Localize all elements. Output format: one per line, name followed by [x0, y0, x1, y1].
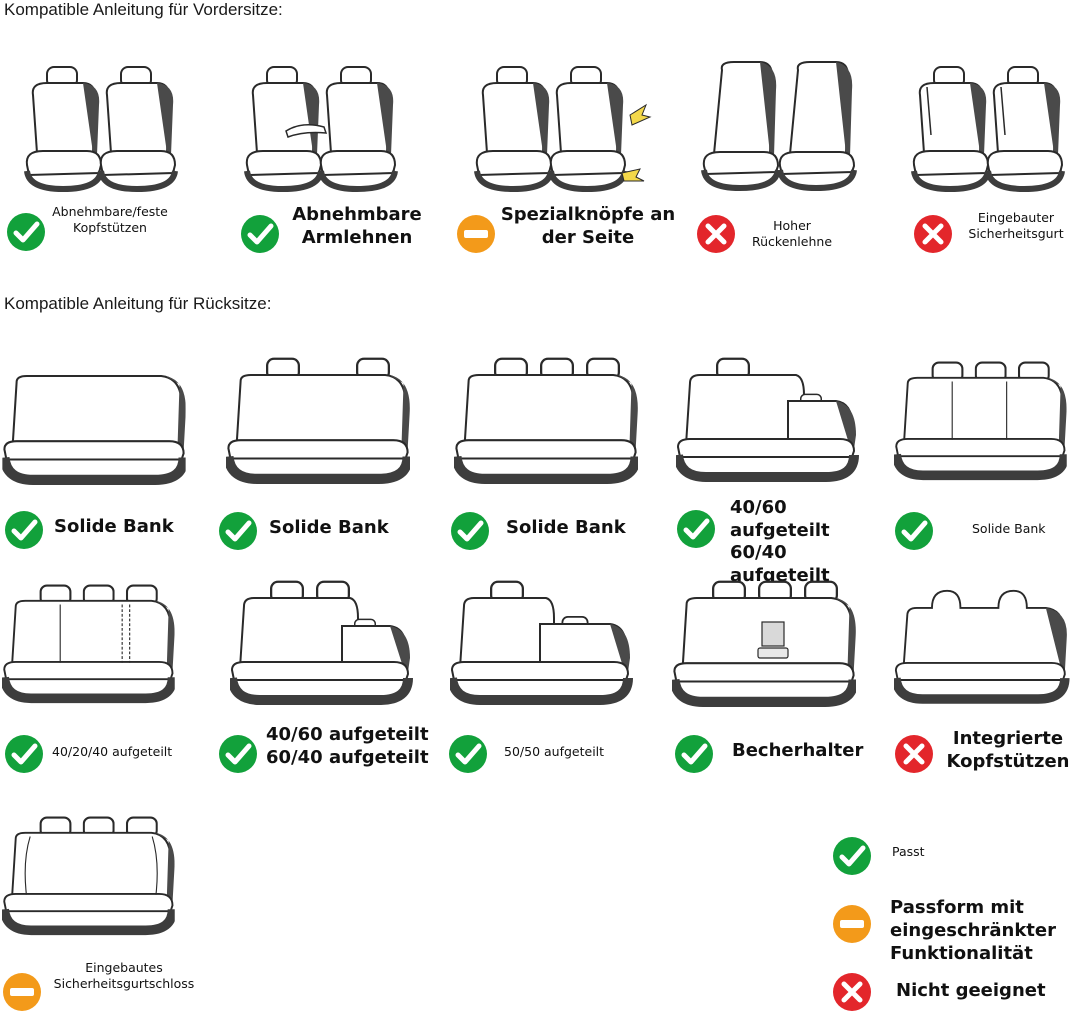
rear-bench-seamed-image — [894, 361, 1078, 485]
check-icon — [240, 214, 280, 254]
rear-bench-two-headrests-image — [226, 357, 422, 485]
rear-item-label: Becherhalter — [732, 740, 864, 761]
rear-item-solid-bench-5: Solide Bank — [892, 355, 1080, 560]
rear-bench-split-image — [230, 580, 413, 705]
check-icon — [218, 511, 258, 551]
limited-icon — [456, 214, 496, 254]
rear-item-label: Solide Bank — [972, 521, 1046, 536]
rear-bench-50-50-image — [450, 580, 633, 705]
rear-item-solid-bench-1: Solide Bank — [0, 370, 210, 560]
check-icon — [448, 734, 488, 774]
front-seat-pair-seatbelt-image — [909, 65, 1077, 195]
rear-item-split-40-20-40: 40/20/40 aufgeteilt — [0, 578, 212, 783]
rear-item-split-50-50: 50/50 aufgeteilt — [442, 578, 672, 783]
legend-unsuitable-label: Nicht geeignet — [896, 980, 1046, 1001]
front-seats-heading: Kompatible Anleitung für Vordersitze: — [4, 0, 283, 19]
rear-item-label: Solide Bank — [506, 517, 626, 538]
rear-seats-heading: Kompatible Anleitung für Rücksitze: — [4, 294, 272, 313]
rear-bench-plain-image — [2, 374, 186, 486]
legend-pass-label: Passt — [892, 844, 925, 859]
front-seat-pair-side-buttons-image — [472, 65, 652, 195]
check-icon — [450, 511, 490, 551]
rear-item-cup-holder: Becherhalter — [672, 578, 892, 783]
check-icon — [676, 509, 716, 549]
front-seat-pair-high-back-image — [701, 61, 857, 192]
check-icon — [6, 212, 46, 252]
rear-item-label: Solide Bank — [269, 517, 389, 538]
check-icon — [4, 510, 44, 550]
front-seat-pair-with-armrest-image — [242, 65, 410, 195]
check-icon — [894, 511, 934, 551]
rear-bench-integrated-headrests-image — [894, 589, 1070, 704]
rear-bench-split-image — [676, 357, 859, 482]
rear-item-solid-bench-2: Solide Bank — [212, 355, 432, 560]
cross-icon — [696, 214, 736, 254]
rear-item-label: Solide Bank — [54, 516, 174, 537]
rear-bench-cup-holder-image — [672, 580, 868, 708]
check-icon — [674, 734, 714, 774]
limited-icon — [832, 904, 872, 944]
cross-icon — [894, 734, 934, 774]
rear-item-label: 50/50 aufgeteilt — [504, 744, 605, 759]
check-icon — [4, 734, 44, 774]
front-seat-pair-image — [22, 65, 190, 195]
cross-icon — [913, 214, 953, 254]
rear-bench-three-headrests-image — [454, 357, 650, 485]
rear-bench-40-20-40-image — [2, 584, 186, 708]
cross-icon — [832, 972, 872, 1012]
limited-icon — [2, 972, 42, 1012]
rear-bench-buckle-image — [2, 816, 186, 940]
check-icon — [832, 836, 872, 876]
check-icon — [218, 734, 258, 774]
rear-item-label: 40/20/40 aufgeteilt — [52, 744, 173, 759]
rear-item-solid-bench-3: Solide Bank — [440, 355, 670, 560]
